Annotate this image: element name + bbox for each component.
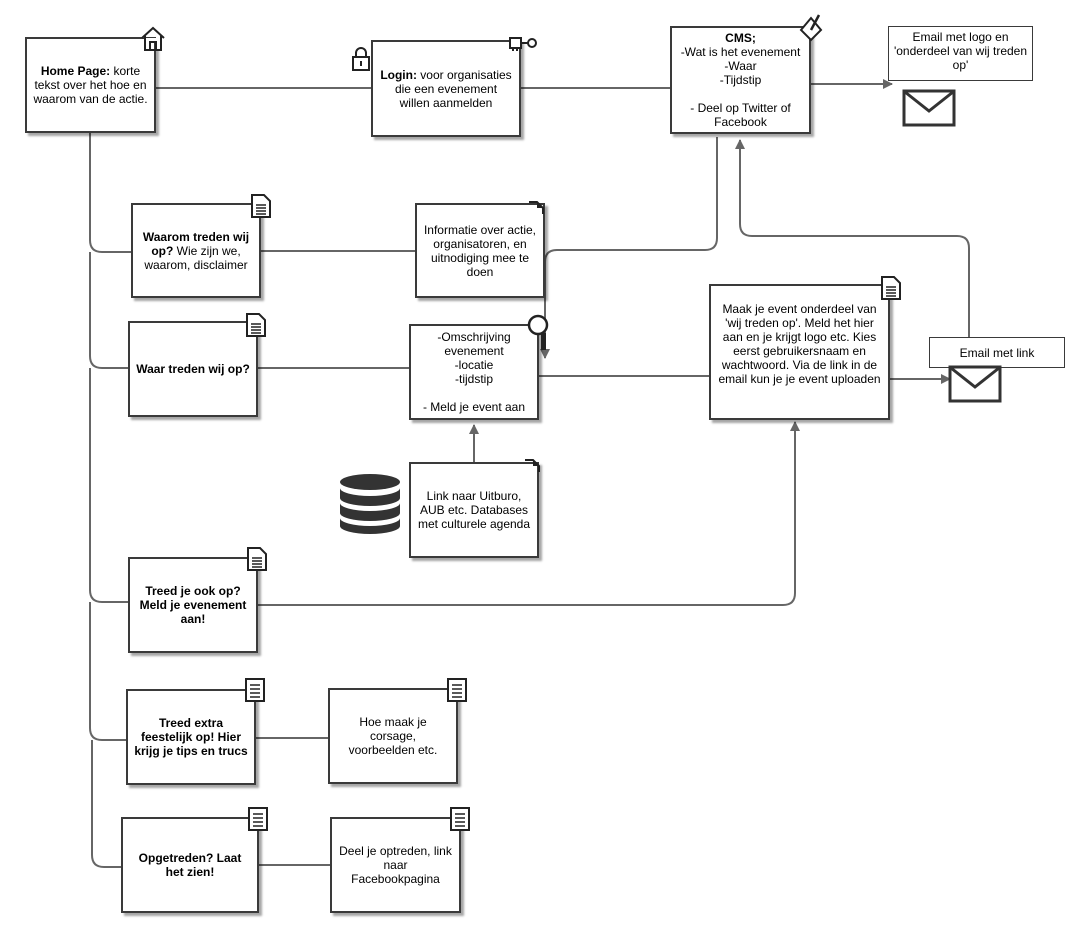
document-icon: [529, 201, 544, 214]
document-icon: [881, 276, 901, 300]
node-informatie[interactable]: Informatie over actie, organisatoren, en…: [415, 203, 545, 298]
lock-icon: [352, 47, 370, 71]
edge-spine-treed: [89, 368, 128, 603]
node-login-title: Login:: [380, 67, 417, 82]
node-cms-title: CMS;: [725, 31, 756, 45]
document-icon: [251, 194, 271, 218]
mail-icon: [902, 89, 956, 127]
node-email-logo[interactable]: Email met logo en 'onderdeel van wij tre…: [888, 26, 1033, 81]
document-icon: [247, 547, 267, 571]
node-waar[interactable]: Waar treden wij op?: [128, 321, 258, 417]
node-login[interactable]: Login: voor organisaties die een eveneme…: [371, 40, 521, 137]
node-opgetreden-title: Opgetreden? Laat het zien!: [138, 851, 242, 879]
node-home-text: korte tekst over het hoe en waarom van d…: [33, 64, 148, 106]
edge-treed-maak: [258, 421, 800, 606]
edge-home-spine: [89, 133, 131, 253]
edge-emaillink-cms: [735, 139, 970, 337]
edge-spine-opgetreden: [91, 740, 121, 868]
node-omschrijving-text: -Omschrijving evenement -locatie -tijdst…: [422, 330, 526, 414]
document-icon: [248, 807, 268, 831]
node-maak-event[interactable]: Maak je event onderdeel van 'wij treden …: [709, 284, 890, 420]
node-optreden[interactable]: Deel je optreden, link naar Facebookpagi…: [330, 817, 461, 913]
node-home-title: Home Page:: [40, 64, 111, 78]
key-icon: [509, 37, 537, 51]
house-icon: [141, 26, 165, 51]
node-waarom[interactable]: Waarom treden wij op? Wie zijn we, waaro…: [131, 203, 261, 298]
node-informatie-text: Informatie over actie, organisatoren, en…: [423, 222, 537, 279]
node-email-link-text: Email met link: [959, 345, 1035, 360]
node-treed-ook[interactable]: Treed je ook op? Meld je evenement aan!: [128, 557, 258, 653]
node-email-logo-text: Email met logo en 'onderdeel van wij tre…: [893, 30, 1028, 72]
node-corsage-text: Hoe maak je corsage, voorbeelden etc.: [348, 715, 438, 757]
node-waar-title: Waar treden wij op?: [136, 362, 250, 376]
node-waarom-text: Wie zijn we, waarom, disclaimer: [144, 243, 248, 272]
node-maak-event-text: Maak je event onderdeel van 'wij treden …: [718, 302, 881, 386]
edge-spine-feestelijk: [89, 602, 126, 741]
node-cms[interactable]: CMS;-Wat is het evenement -Waar -Tijdsti…: [670, 26, 811, 134]
node-omschrijving[interactable]: -Omschrijving evenement -locatie -tijdst…: [409, 324, 539, 420]
node-feestelijk-title: Treed extra feestelijk op! Hier krijg je…: [134, 716, 248, 758]
node-opgetreden[interactable]: Opgetreden? Laat het zien!: [121, 817, 259, 913]
edge-spine-waar: [89, 252, 128, 369]
document-icon: [525, 459, 540, 472]
document-icon: [447, 678, 467, 702]
database-icon: [340, 474, 400, 534]
node-home[interactable]: Home Page: korte tekst over het hoe en w…: [25, 37, 156, 133]
node-corsage[interactable]: Hoe maak je corsage, voorbeelden etc.: [328, 688, 458, 784]
node-login-text: voor organisaties die een evenement will…: [394, 67, 512, 110]
node-optreden-text: Deel je optreden, link naar Facebookpagi…: [339, 844, 452, 886]
node-uitburo[interactable]: Link naar Uitburo, AUB etc. Databases me…: [409, 462, 539, 558]
magnifier-icon: [527, 314, 549, 350]
document-icon: [245, 678, 265, 702]
edge-cms-omschrijving: [540, 137, 718, 359]
node-feestelijk[interactable]: Treed extra feestelijk op! Hier krijg je…: [126, 689, 256, 785]
node-waarom-title: Waarom treden wij op?: [142, 229, 250, 258]
document-icon: [450, 807, 470, 831]
pencil-icon: [799, 14, 823, 42]
node-cms-text: -Wat is het evenement -Waar -Tijdstip - …: [680, 45, 801, 129]
node-email-link[interactable]: Email met link: [929, 337, 1065, 368]
node-uitburo-text: Link naar Uitburo, AUB etc. Databases me…: [417, 489, 531, 531]
mail-icon: [948, 365, 1002, 403]
document-icon: [246, 313, 266, 337]
node-treed-ook-title: Treed je ook op? Meld je evenement aan!: [139, 584, 247, 626]
